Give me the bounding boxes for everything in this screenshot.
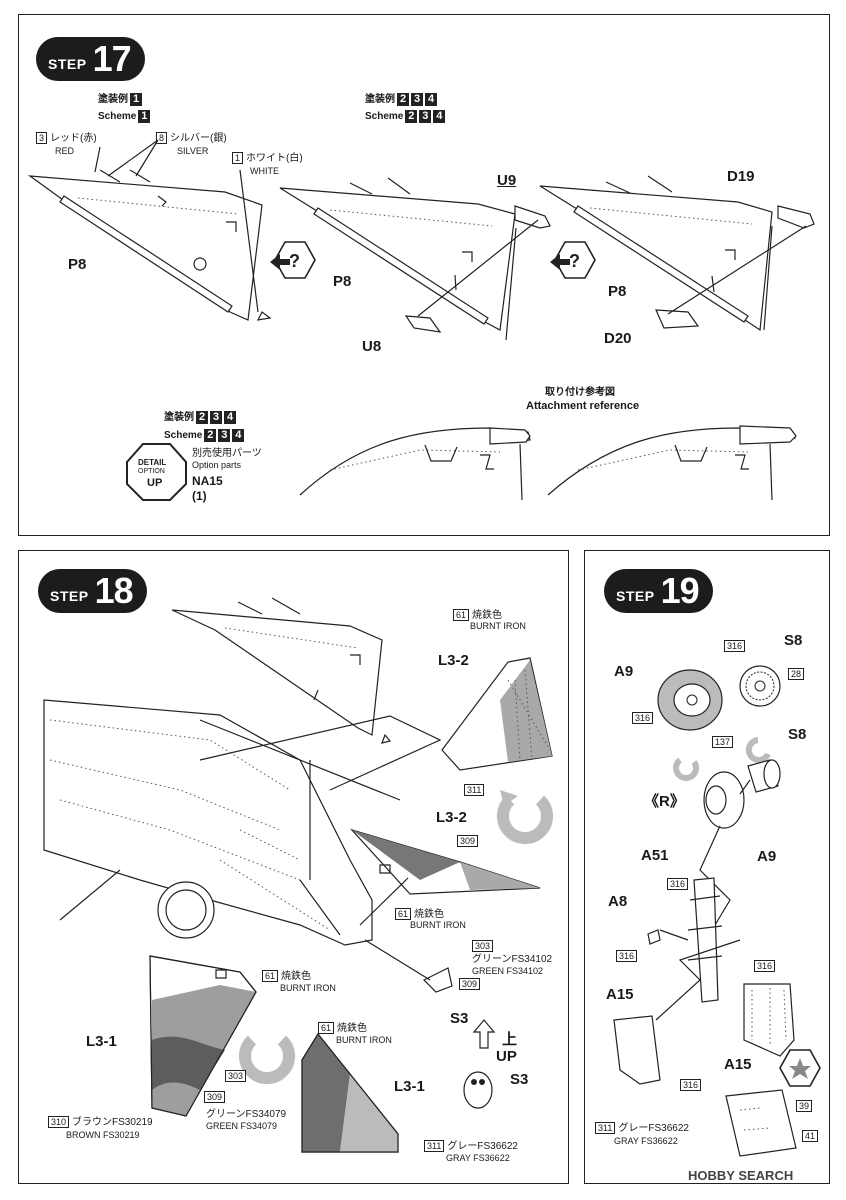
part-l3-2-lower: L3-2 <box>436 809 467 826</box>
part-s8-mid: S8 <box>788 726 807 743</box>
part-a15-right: A15 <box>724 1056 752 1073</box>
part-u8: U8 <box>362 338 382 355</box>
part-l3-2-upper: L3-2 <box>438 652 469 669</box>
option-part-na15: NA15 <box>192 474 223 488</box>
option-parts-jp: 別売使用パーツ <box>192 448 262 459</box>
white-callout-en: WHITE <box>250 166 279 176</box>
up-en: UP <box>496 1048 517 1065</box>
part-p8-3: P8 <box>608 283 627 300</box>
detail-badge-text-3: UP <box>147 477 163 489</box>
gray-fs36622-en: GRAY FS36622 <box>446 1153 510 1163</box>
rotate-icon-1: ? <box>270 241 316 279</box>
svg-text:?: ? <box>569 251 580 271</box>
attach-title-en: Attachment reference <box>526 400 640 412</box>
code-309-left: 309 <box>204 1091 228 1103</box>
option-part-qty: (1) <box>192 489 207 503</box>
green-fs34102: 303 <box>472 940 496 952</box>
green-fs34102-en: GREEN FS34102 <box>472 966 544 976</box>
part-d20: D20 <box>604 330 632 347</box>
part-s8-top: S8 <box>784 632 803 649</box>
wing-2 <box>279 177 551 341</box>
code-41: 41 <box>802 1130 821 1142</box>
part-a9-mid: A9 <box>757 848 777 865</box>
part-l3-1-right: L3-1 <box>394 1078 425 1095</box>
attachment-sketch-1 <box>299 427 531 501</box>
code-309-lower: 309 <box>457 835 481 847</box>
red-callout-en: RED <box>55 146 75 156</box>
detail-up-badge <box>126 443 187 501</box>
part-s3-b: S3 <box>510 1071 529 1088</box>
detail-badge-text-1: DETAIL <box>138 458 167 467</box>
code-311-upper: 311 <box>464 784 487 796</box>
green-fs34102-jp: グリーンFS34102 <box>472 954 553 965</box>
code-316-f: 316 <box>680 1079 704 1091</box>
part-a15-left: A15 <box>606 986 634 1003</box>
code-316-c: 316 <box>667 878 691 890</box>
green-fs34079-jp: グリーンFS34079 <box>206 1109 287 1120</box>
code-303-left: 303 <box>225 1070 249 1082</box>
option-parts-en: Option parts <box>192 460 242 470</box>
rotate-icon-2: ? <box>550 241 596 279</box>
gray-fs36622-19-en: GRAY FS36622 <box>614 1136 678 1146</box>
code-316-d: 316 <box>616 950 640 962</box>
part-a8: A8 <box>608 893 628 910</box>
part-p8-1: P8 <box>68 256 87 273</box>
code-137: 137 <box>712 736 736 748</box>
code-316-b: 316 <box>632 712 656 724</box>
detail-badge-text-2: OPTION <box>138 468 165 475</box>
up-jp: 上 <box>502 1031 518 1048</box>
burnt-iron-2-en: BURNT IRON <box>410 920 466 930</box>
wing-1 <box>27 139 272 321</box>
brown-fs30219-en: BROWN FS30219 <box>66 1130 140 1140</box>
code-39: 39 <box>796 1100 815 1112</box>
part-s3-a: S3 <box>450 1010 469 1027</box>
part-a51: A51 <box>641 847 669 864</box>
part-a9-top: A9 <box>614 663 634 680</box>
part-r-side: 《R》 <box>644 793 685 810</box>
part-l3-1-left: L3-1 <box>86 1033 117 1050</box>
silver-callout-en: SILVER <box>177 146 209 156</box>
watermark: HOBBY SEARCH <box>688 1168 794 1183</box>
burnt-iron-3-en: BURNT IRON <box>280 983 336 993</box>
code-28: 28 <box>788 668 807 680</box>
green-fs34079-en: GREEN FS34079 <box>206 1121 278 1131</box>
attachment-sketch-2 <box>547 425 797 501</box>
part-p8-2: P8 <box>333 273 352 290</box>
attach-title-jp: 取り付け参考図 <box>545 387 615 398</box>
burnt-iron-1-en: BURNT IRON <box>470 621 526 631</box>
part-u9: U9 <box>497 172 517 189</box>
code-316-e: 316 <box>754 960 778 972</box>
burnt-iron-4-en: BURNT IRON <box>336 1035 392 1045</box>
svg-text:?: ? <box>289 251 300 271</box>
wing-3 <box>539 175 815 332</box>
code-309-s3: 309 <box>459 978 483 990</box>
code-316-a: 316 <box>724 640 748 652</box>
part-d19: D19 <box>727 168 755 185</box>
